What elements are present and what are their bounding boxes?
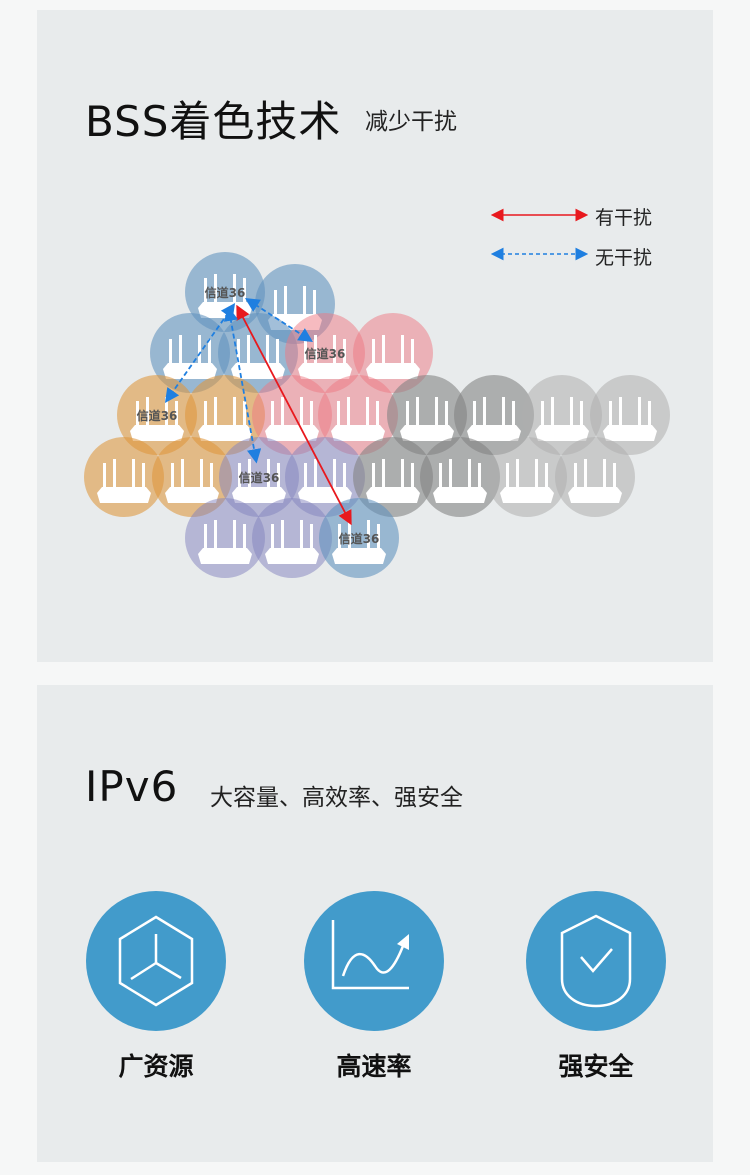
legend-interference-label: 有干扰	[595, 207, 653, 229]
feature-label: 广资源	[118, 1052, 194, 1081]
no-interference-arrow	[223, 306, 262, 464]
no-interference-arrow	[244, 298, 314, 342]
ap-cell	[454, 375, 534, 455]
channel-label: 信道36	[305, 346, 346, 361]
ap-cell	[353, 313, 433, 393]
channel-label: 信道36	[137, 408, 178, 423]
channel-label: 信道36	[205, 285, 246, 300]
shield-check-icon	[526, 891, 666, 1031]
feature-label: 高速率	[336, 1052, 412, 1081]
ap-cell	[487, 437, 567, 517]
ap-cell	[590, 375, 670, 455]
feature-security: 强安全	[526, 891, 666, 1083]
ap-cell	[420, 437, 500, 517]
growth-chart-icon	[304, 891, 444, 1031]
ipv6-subtitle: 大容量、高效率、强安全	[210, 785, 463, 811]
bss-coloring-diagram: 信道36 信道36 信道36 信道36 信道36	[84, 208, 670, 578]
ap-cell	[555, 437, 635, 517]
no-interference-arrow	[164, 303, 236, 403]
feature-speed: 高速率	[304, 891, 444, 1083]
ap-cell	[84, 437, 164, 517]
feature-resources: 广资源	[86, 891, 226, 1083]
ap-cell	[152, 437, 232, 517]
ap-cell	[522, 375, 602, 455]
ap-cell	[387, 375, 467, 455]
bss-subtitle: 减少干扰	[365, 109, 457, 135]
ap-cell	[353, 437, 433, 517]
hexagon-cube-icon	[86, 891, 226, 1031]
feature-label: 强安全	[558, 1052, 634, 1081]
legend-no-interference-label: 无干扰	[595, 247, 653, 269]
channel-label: 信道36	[239, 470, 280, 485]
channel-label: 信道36	[339, 531, 380, 546]
ipv6-title: IPv6	[85, 762, 179, 811]
bss-title: BSS着色技术	[85, 97, 342, 146]
